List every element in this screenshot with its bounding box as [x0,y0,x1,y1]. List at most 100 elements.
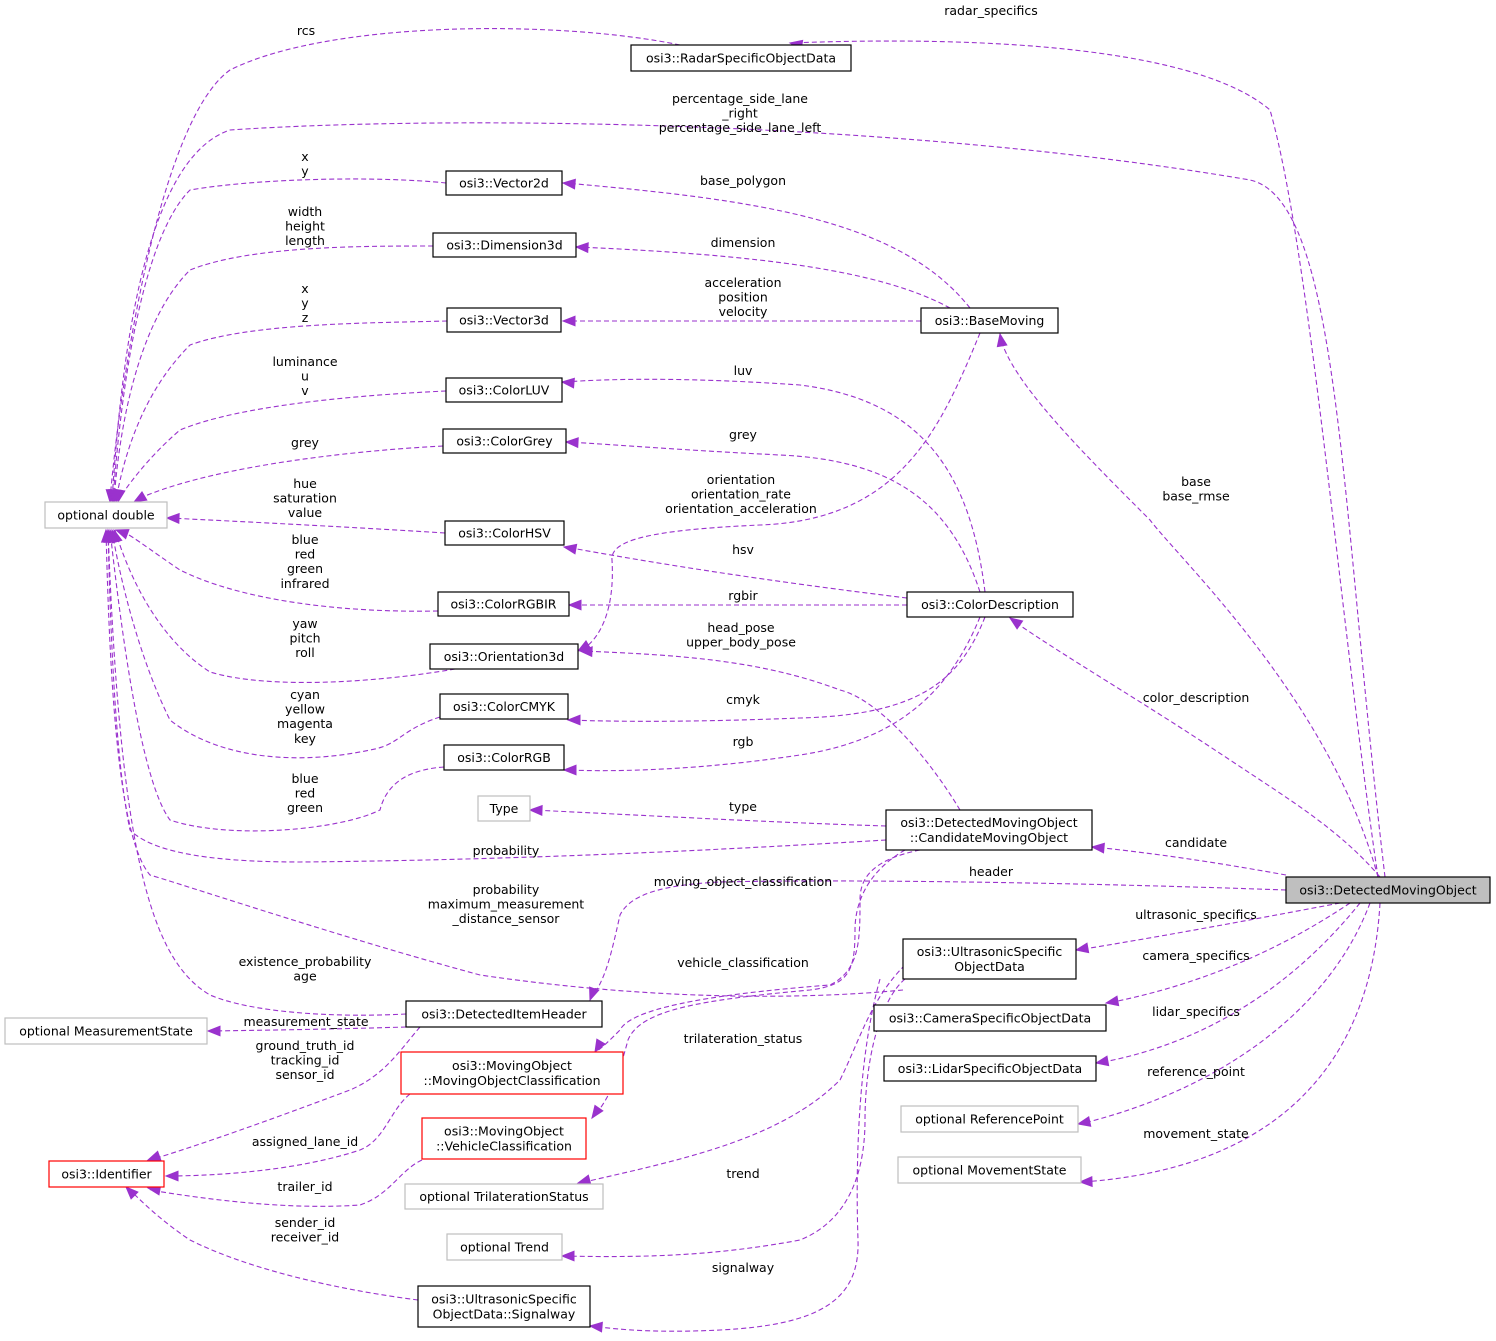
node-movestate[interactable]: optional MovementState [897,1156,1082,1184]
node-box[interactable] [421,1117,587,1160]
node-identifier[interactable]: osi3::Identifier [48,1160,165,1188]
node-vector2d[interactable]: osi3::Vector2d [445,170,563,196]
node-basemoving[interactable]: osi3::BaseMoving [920,307,1059,334]
edge-label: red [295,786,316,801]
node-box[interactable] [444,520,565,546]
edge-label: velocity [719,304,768,319]
node-orient3d[interactable]: osi3::Orientation3d [429,643,579,670]
edge-arrowhead [1104,995,1120,1007]
edge-label: infrared [280,576,329,591]
node-movobjclass[interactable]: osi3::MovingObject::MovingObjectClassifi… [400,1051,624,1095]
node-dimension3d[interactable]: osi3::Dimension3d [432,232,577,258]
node-box[interactable] [906,591,1074,618]
node-box[interactable] [400,1051,624,1095]
edge-line [1081,902,1381,1183]
edge-label: rgbir [728,588,758,603]
node-box[interactable] [432,232,577,258]
edge-line [107,529,407,1016]
node-candidate[interactable]: osi3::DetectedMovingObject::CandidateMov… [885,809,1093,851]
edge-line [563,978,906,1258]
edge-line [1093,846,1287,876]
node-box[interactable] [885,809,1093,851]
node-box[interactable] [404,1183,604,1210]
node-label: osi3::ColorRGBIR [451,597,557,612]
node-box[interactable] [445,377,563,403]
edge-label: signalway [712,1260,775,1275]
node-box[interactable] [920,307,1059,334]
node-colorhsv[interactable]: osi3::ColorHSV [444,520,565,546]
node-box[interactable] [446,307,562,333]
edge-label: moving_object_classification [654,874,832,889]
edge-candidate: candidate [1090,835,1287,876]
node-type[interactable]: Type [477,795,531,822]
node-box[interactable] [429,643,579,670]
node-box[interactable] [477,795,531,822]
edge-label: probability [473,882,540,897]
node-colorluv[interactable]: osi3::ColorLUV [445,377,563,403]
node-box[interactable] [405,1000,603,1028]
node-focus[interactable]: osi3::DetectedMovingObject [1285,876,1491,904]
node-lidar[interactable]: osi3::LidarSpecificObjectData [883,1055,1097,1082]
edge-type: type [528,799,887,827]
edge-vehicle-classification: vehicle_classification [591,849,906,1120]
edge-line [594,849,921,1053]
node-label: osi3::ColorHSV [458,526,551,541]
edge-label: yaw [292,616,317,631]
node-box[interactable] [4,1017,208,1045]
edge-label: base [1181,474,1211,489]
edge-camera-specifics: camera_specifics [1104,902,1351,1007]
node-detitemheader[interactable]: osi3::DetectedItemHeader [405,1000,603,1028]
node-refpoint[interactable]: optional ReferencePoint [900,1105,1079,1133]
node-box[interactable] [897,1156,1082,1184]
node-optmeas[interactable]: optional MeasurementState [4,1017,208,1045]
node-box[interactable] [883,1055,1097,1082]
edge-line [149,1159,423,1207]
node-radar[interactable]: osi3::RadarSpecificObjectData [630,44,852,72]
edge-arrowhead [146,1150,162,1161]
edge-label: hsv [732,542,754,557]
node-box[interactable] [442,428,567,454]
node-box[interactable] [437,591,570,617]
edge-label: probability [473,843,540,858]
edge-prob-maxdist: probabilitymaximum_measurement_distance_… [100,528,904,997]
node-box[interactable] [48,1160,165,1188]
node-box[interactable] [1285,876,1491,904]
node-box[interactable] [446,1233,563,1261]
node-vector3d[interactable]: osi3::Vector3d [446,307,562,333]
edge-arrowhead [594,1038,607,1054]
edge-arrowhead [561,315,576,327]
node-box[interactable] [873,1004,1107,1032]
edge-line [127,1187,419,1301]
edge-label: grey [729,427,757,442]
edge-rcs: rcs [105,23,681,504]
node-box[interactable] [417,1285,591,1328]
edge-arrowhead [132,490,148,503]
edge-line [113,245,434,501]
edge-signalway: signalway [588,978,881,1333]
node-box[interactable] [900,1105,1079,1133]
node-colorrgb[interactable]: osi3::ColorRGB [443,744,565,771]
node-vehclass[interactable]: osi3::MovingObject::VehicleClassificatio… [421,1117,587,1160]
node-trilat[interactable]: optional TrilaterationStatus [404,1183,604,1210]
node-box[interactable] [439,693,569,720]
edge-label: tracking_id [271,1053,340,1068]
edge-trend: trend [560,978,906,1262]
edge-label: type [729,799,757,814]
node-box[interactable] [44,501,168,529]
node-optdouble[interactable]: optional double [44,501,168,529]
node-colorrgbir[interactable]: osi3::ColorRGBIR [437,591,570,617]
node-signalway[interactable]: osi3::UltrasonicSpecificObjectData::Sign… [417,1285,591,1328]
node-box[interactable] [443,744,565,771]
edge-label: lidar_specifics [1152,1004,1240,1019]
node-box[interactable] [902,938,1077,980]
node-box[interactable] [630,44,852,72]
node-colorcmyk[interactable]: osi3::ColorCMYK [439,693,569,720]
node-colorgrey[interactable]: osi3::ColorGrey [442,428,567,454]
node-trend[interactable]: optional Trend [446,1233,563,1261]
node-colordesc[interactable]: osi3::ColorDescription [906,591,1074,618]
edge-grey-field: grey [132,435,444,503]
node-camera[interactable]: osi3::CameraSpecificObjectData [873,1004,1107,1032]
node-box[interactable] [445,170,563,196]
